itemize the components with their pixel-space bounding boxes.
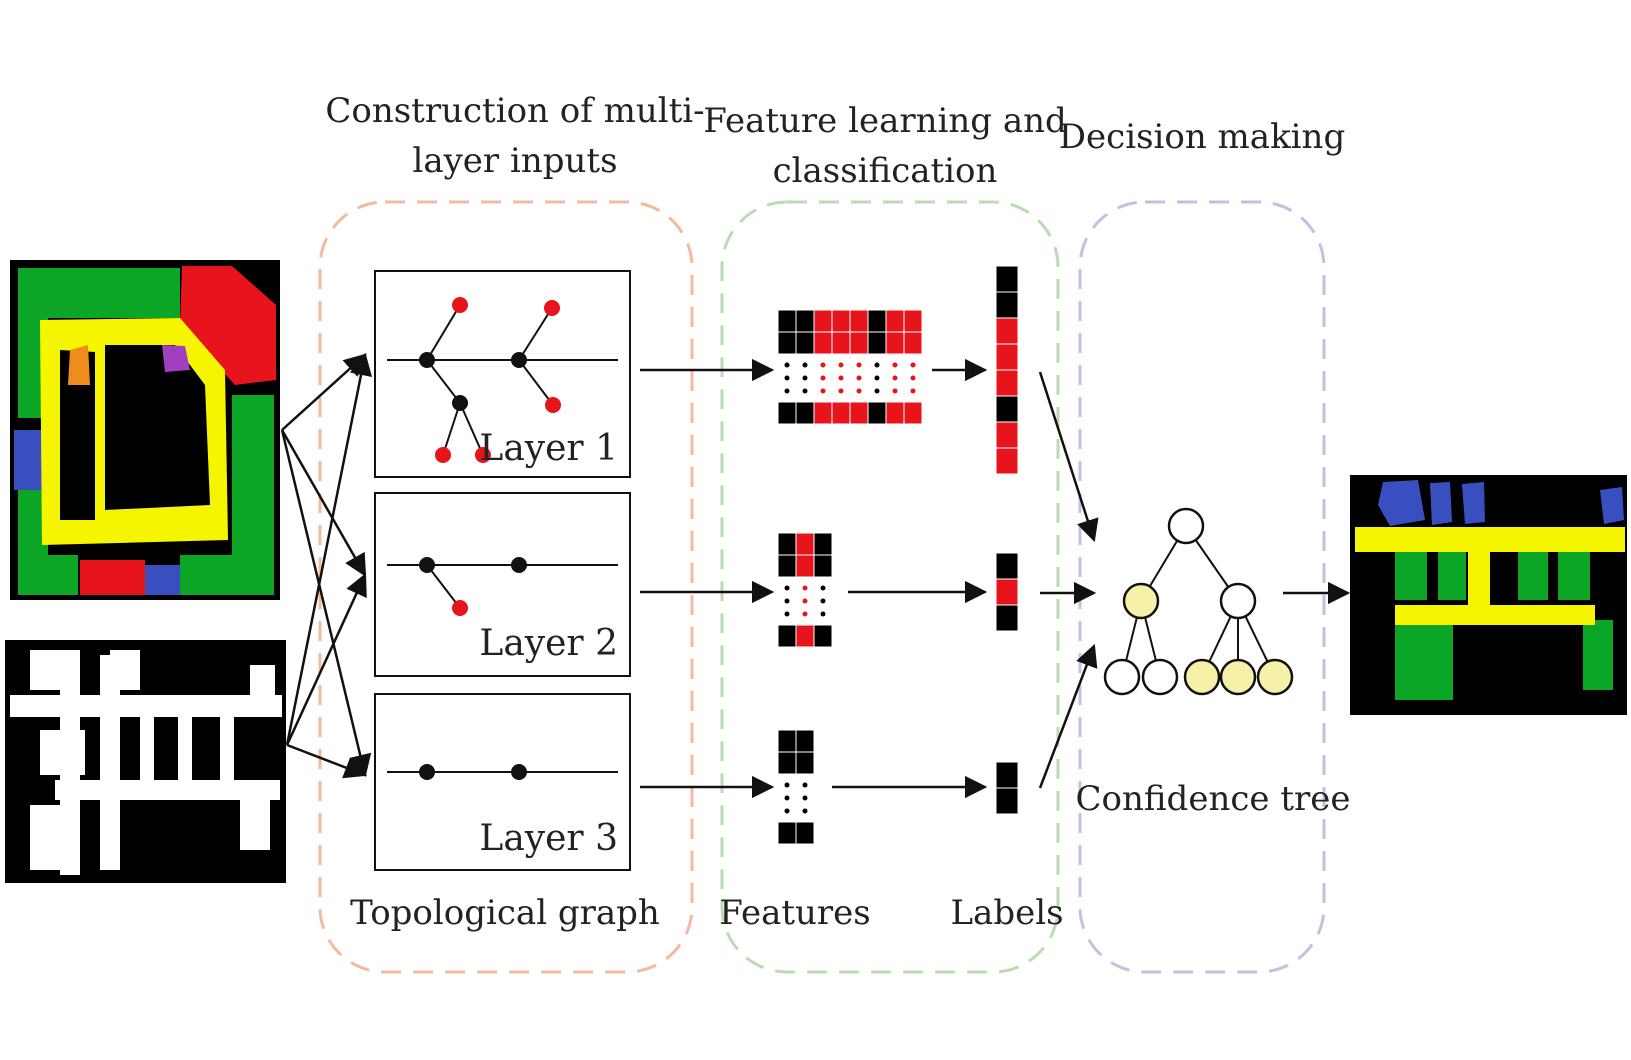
layer-1-graph: Layer 1 xyxy=(374,270,631,478)
feature-matrix-1 xyxy=(777,309,923,425)
label-vector-3 xyxy=(995,761,1019,815)
decision-stage-box xyxy=(1078,200,1326,974)
label-vector-1 xyxy=(995,265,1019,475)
feature-heading-line2: classification xyxy=(773,151,998,191)
feature-heading-line1: Feature learning and xyxy=(703,101,1067,141)
input-to-layer-arrows xyxy=(280,352,373,779)
feature-matrix-2-ellipsis xyxy=(784,585,826,617)
feature-matrix-3 xyxy=(777,729,815,845)
layer-2-graph: Layer 2 xyxy=(374,492,631,677)
feature-matrix-3-ellipsis xyxy=(784,782,808,814)
layer-3-graph: Layer 3 xyxy=(374,693,631,871)
label-to-tree-arrows xyxy=(1038,371,1099,789)
layer-1-label: Layer 1 xyxy=(479,428,618,469)
layer-to-feature-arrows xyxy=(640,358,775,799)
feature-matrix-1-ellipsis xyxy=(784,362,916,394)
construction-heading-line1: Construction of multi- xyxy=(325,91,704,131)
confidence-tree-label: Confidence tree xyxy=(1076,779,1351,819)
feature-to-label-arrows xyxy=(832,358,988,799)
confidence-tree xyxy=(1103,507,1294,696)
input-binary-map xyxy=(5,640,286,883)
output-segmentation-map xyxy=(1350,475,1627,715)
layer-3-label: Layer 3 xyxy=(479,818,618,859)
labels-label: Labels xyxy=(950,893,1063,933)
decision-heading: Decision making xyxy=(1059,117,1345,157)
feature-stage-box xyxy=(720,200,1060,974)
features-label: Features xyxy=(719,893,871,933)
label-vector-2 xyxy=(995,552,1019,632)
feature-matrix-2 xyxy=(777,532,833,648)
layer-2-label: Layer 2 xyxy=(479,623,618,664)
topological-graph-label: Topological graph xyxy=(350,893,660,933)
construction-heading-line2: layer inputs xyxy=(412,141,617,181)
input-segmentation-map xyxy=(10,260,280,600)
